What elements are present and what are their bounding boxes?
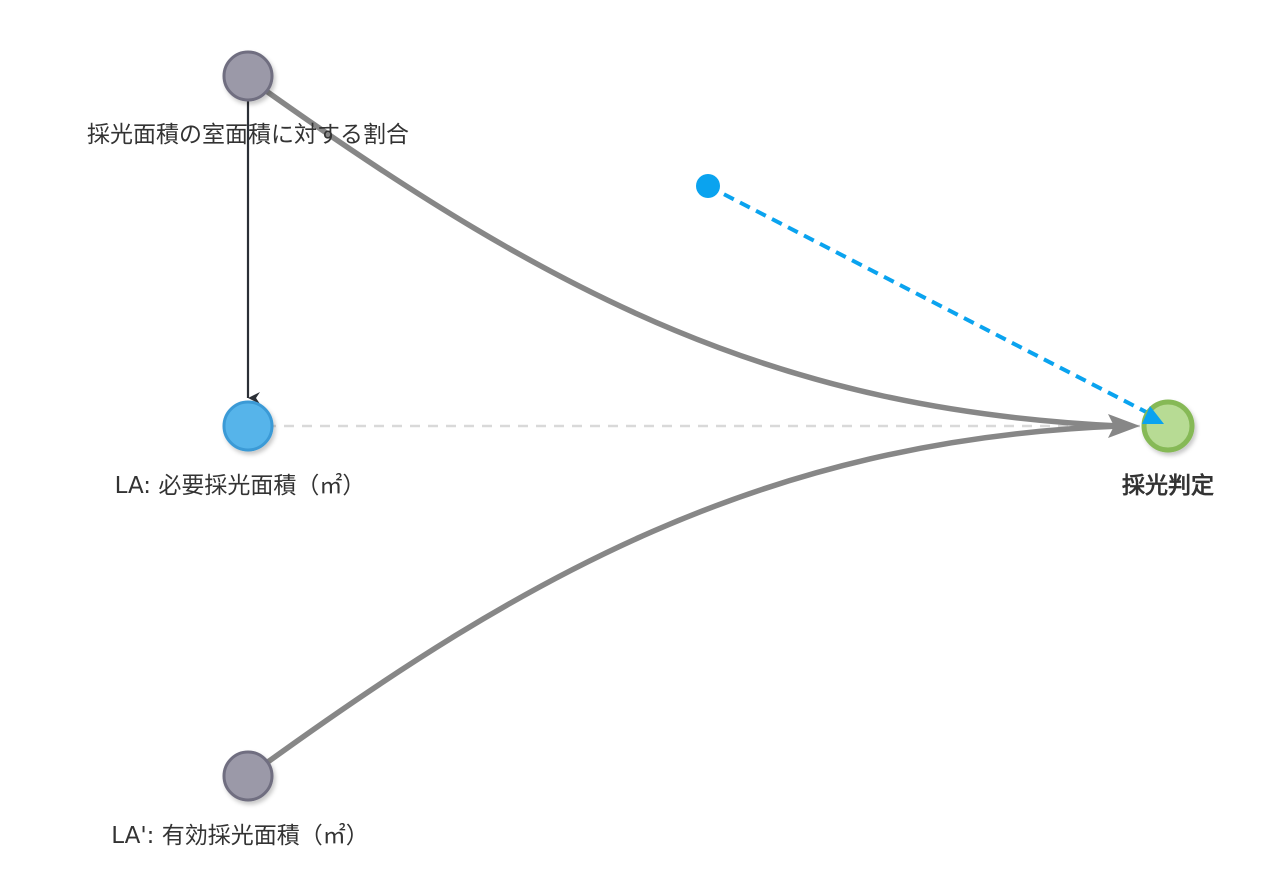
node-la-eff-label: LA': 有効採光面積（㎡） bbox=[111, 823, 368, 849]
node-la-label: LA: 必要採光面積（㎡） bbox=[115, 473, 366, 499]
pending-edge-arrowhead bbox=[1142, 406, 1164, 424]
node-la-circle[interactable] bbox=[222, 400, 274, 452]
edge-ratio-to-judge[interactable] bbox=[260, 85, 1121, 429]
node-la-eff[interactable]: LA': 有効採光面積（㎡） bbox=[111, 750, 369, 849]
node-la[interactable]: LA: 必要採光面積（㎡） bbox=[115, 400, 366, 499]
node-ratio[interactable]: 採光面積の室面積に対する割合 bbox=[87, 50, 409, 148]
node-judge[interactable]: 採光判定 bbox=[1122, 399, 1214, 499]
node-ratio-circle[interactable] bbox=[222, 50, 274, 102]
pending-edge-handle[interactable] bbox=[696, 174, 720, 198]
node-la-eff-circle[interactable] bbox=[222, 750, 274, 802]
node-ratio-label: 採光面積の室面積に対する割合 bbox=[87, 122, 409, 148]
edge-arrowhead-judge bbox=[1108, 414, 1140, 438]
pending-edge-line[interactable] bbox=[707, 184, 1151, 416]
node-judge-label: 採光判定 bbox=[1122, 472, 1214, 499]
edge-la-eff-to-judge[interactable] bbox=[263, 423, 1121, 767]
